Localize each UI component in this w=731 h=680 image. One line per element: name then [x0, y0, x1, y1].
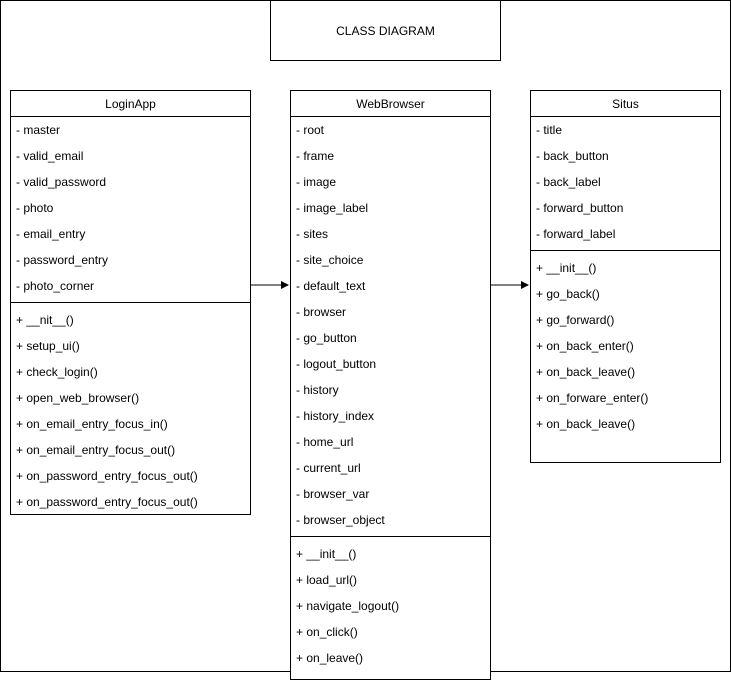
diagram-title-text: CLASS DIAGRAM: [336, 23, 435, 38]
method-item: + on_password_entry_focus_out(): [16, 469, 198, 483]
method-item: + on_back_leave(): [536, 365, 636, 379]
attributes-section: - master - valid_email - valid_password - p…: [11, 117, 250, 303]
attribute-item: - home_url: [296, 435, 354, 449]
attribute-item: - browser_var: [296, 487, 370, 501]
method-item: + on_email_entry_focus_in(): [16, 417, 168, 431]
method-item: + on_password_entry_focus_out(): [16, 495, 198, 509]
class-name: Situs: [531, 91, 720, 117]
attribute-item: - root: [296, 123, 325, 137]
attribute-item: - logout_button: [296, 357, 377, 371]
attribute-item: - valid_email: [16, 149, 84, 163]
method-item: + setup_ui(): [16, 339, 80, 353]
attribute-item: - image_label: [296, 201, 369, 215]
attribute-item: - photo_corner: [16, 279, 95, 293]
method-item: + on_forware_enter(): [536, 391, 649, 405]
attribute-item: - forward_button: [536, 201, 624, 215]
attribute-item: - password_entry: [16, 253, 109, 267]
attribute-item: - back_button: [536, 149, 609, 163]
attribute-item: - history: [296, 383, 339, 397]
method-item: + on_email_entry_focus_out(): [16, 443, 176, 457]
diagram-title: CLASS DIAGRAM: [270, 0, 501, 61]
method-item: + navigate_logout(): [296, 599, 400, 613]
attribute-item: - image: [296, 175, 337, 189]
attribute-item: - browser: [296, 305, 347, 319]
methods-section: + __nit__() + setup_ui() + check_login() + …: [11, 303, 250, 515]
attribute-item: - site_choice: [296, 253, 364, 267]
attribute-item: - current_url: [296, 461, 361, 475]
attribute-item: - title: [536, 123, 563, 137]
method-item: + on_back_leave(): [536, 417, 636, 431]
attribute-item: - browser_object: [296, 513, 385, 527]
attribute-item: - go_button: [296, 331, 357, 345]
attribute-item: - master: [16, 123, 61, 137]
method-item: + load_url(): [296, 573, 358, 587]
attribute-item: - valid_password: [16, 175, 107, 189]
attribute-item: - photo: [16, 201, 54, 215]
attribute-item: - frame: [296, 149, 335, 163]
method-item: + on_click(): [296, 625, 358, 639]
class-name: LoginApp: [11, 91, 250, 117]
method-item: + __init__(): [536, 261, 597, 275]
class-name: WebBrowser: [291, 91, 490, 117]
attribute-item: - history_index: [296, 409, 375, 423]
attribute-item: - forward_label: [536, 227, 616, 241]
class-box-loginapp[interactable]: LoginApp - master - valid_email - valid_pa…: [10, 90, 251, 515]
method-item: + go_forward(): [536, 313, 615, 327]
class-box-situs[interactable]: Situs - title- back_button- back_label- …: [530, 90, 721, 463]
method-item: + __nit__(): [16, 313, 74, 327]
attribute-item: - default_text: [296, 279, 366, 293]
attribute-item: - sites: [296, 227, 329, 241]
method-item: + open_web_browser(): [16, 391, 140, 405]
method-item: + on_back_enter(): [536, 339, 634, 353]
class-box-webbrowser[interactable]: WebBrowser - root - frame - image - image_l…: [290, 90, 491, 680]
methods-section: + __init__() + load_url() + navigate_logou…: [291, 537, 490, 671]
attribute-item: - email_entry: [16, 227, 86, 241]
method-item: + __init__(): [296, 547, 357, 561]
attribute-item: - back_label: [536, 175, 601, 189]
method-item: + check_login(): [16, 365, 98, 379]
method-item: + go_back(): [536, 287, 600, 301]
methods-section: + __init__() + go_back() + go_forward() + o…: [531, 251, 720, 437]
attributes-section: - root - frame - image - image_label - sites…: [291, 117, 490, 537]
method-item: + on_leave(): [296, 651, 364, 665]
attributes-section: - title - back_button - back_label - forwar…: [531, 117, 720, 251]
